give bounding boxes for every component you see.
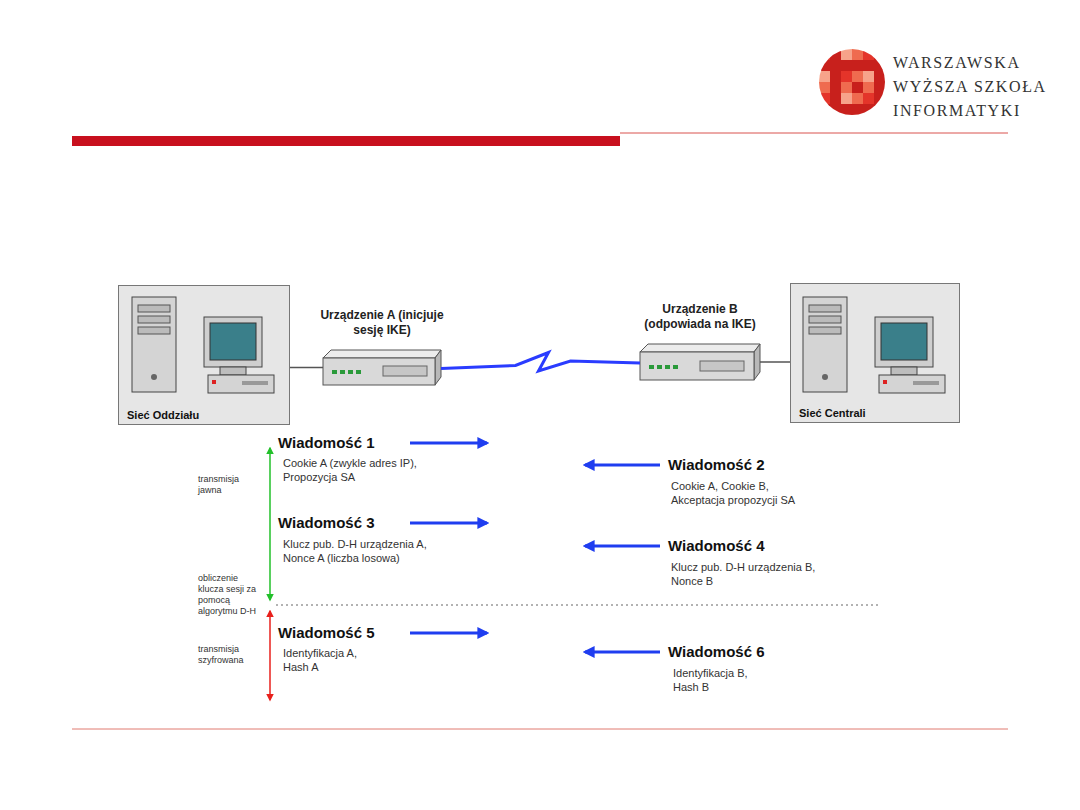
logo-tile xyxy=(852,104,863,115)
logo-tile xyxy=(852,93,863,104)
logo-tile xyxy=(819,49,830,60)
computer-illustration xyxy=(132,297,274,393)
network-name: Sieć Centrali xyxy=(799,407,866,420)
message-heading: Wiadomość 1 xyxy=(278,434,375,452)
logo-tile xyxy=(852,49,863,60)
network-box-fill xyxy=(118,285,290,425)
computer-illustration xyxy=(803,297,945,393)
header-bar xyxy=(72,136,620,146)
logo-tile xyxy=(863,82,874,93)
router-illustration xyxy=(323,350,441,385)
message-heading: Wiadomość 4 xyxy=(668,537,765,555)
message-body: Cookie A (zwykle adres IP), Propozycja S… xyxy=(283,456,473,484)
logo-tile xyxy=(841,82,852,93)
logo-tile xyxy=(819,82,830,93)
lan-cable xyxy=(290,367,323,369)
logo-tile xyxy=(874,71,885,82)
message-heading: Wiadomość 5 xyxy=(278,624,375,642)
logo-tile xyxy=(874,104,885,115)
logo-tile xyxy=(819,93,830,104)
router-device: Urządzenie B (odpowiada na IKE) xyxy=(640,344,760,380)
logo-tile xyxy=(841,104,852,115)
logo-tile xyxy=(874,49,885,60)
wan-link xyxy=(441,353,640,372)
phase-note: transmisja jawna xyxy=(198,474,262,496)
logo-tile xyxy=(863,93,874,104)
logo-tile xyxy=(852,71,863,82)
logo-tile xyxy=(841,71,852,82)
logo-tile xyxy=(830,71,841,82)
logo-tile xyxy=(830,93,841,104)
school-name: WYŻSZA SZKOŁA xyxy=(893,77,1047,97)
message-body: Klucz pub. D-H urządzenia A, Nonce A (li… xyxy=(283,537,458,565)
message-body: Identyfikacja A, Hash A xyxy=(283,646,383,674)
phase-divider xyxy=(276,605,880,606)
logo-tile xyxy=(819,60,830,71)
encrypted-transmission-arrow xyxy=(269,611,271,700)
logo-tile xyxy=(830,82,841,93)
message-arrows xyxy=(410,443,660,652)
logo-tile xyxy=(830,60,841,71)
plain-transmission-arrow xyxy=(269,448,271,600)
lan-cable xyxy=(760,361,790,363)
footer-line xyxy=(72,729,1008,730)
school-name: INFORMATYKI xyxy=(893,101,1021,121)
message-body: Cookie A, Cookie B, Akceptacja propozycj… xyxy=(671,479,821,507)
logo-tile xyxy=(841,93,852,104)
device-heading: Urządzenie A (inicjuje sesję IKE) xyxy=(317,308,447,338)
logo-tile xyxy=(874,60,885,71)
logo-tile xyxy=(863,49,874,60)
network-box: Sieć Oddziału xyxy=(118,285,290,425)
logo-tile xyxy=(819,71,830,82)
device-heading: Urządzenie B (odpowiada na IKE) xyxy=(635,302,765,332)
logo-tile xyxy=(830,104,841,115)
router-illustration xyxy=(640,344,760,380)
logo-tile xyxy=(841,60,852,71)
phase-note: transmisja szyfrowana xyxy=(198,644,262,666)
message-body: Identyfikacja B, Hash B xyxy=(673,666,773,694)
logo-tile xyxy=(830,49,841,60)
logo-tile xyxy=(819,104,830,115)
logo-tile xyxy=(841,49,852,60)
network-box: Sieć Centrali xyxy=(790,283,960,423)
logo-mark xyxy=(819,49,885,115)
message-body: Klucz pub. D-H urządzenia B, Nonce B xyxy=(671,560,841,588)
logo-tile xyxy=(874,82,885,93)
logo-tile xyxy=(852,82,863,93)
logo-tile xyxy=(863,104,874,115)
logo-tile xyxy=(852,60,863,71)
header-line xyxy=(620,133,1008,134)
phase-note: obliczenie klucza sesji za pomocą algory… xyxy=(198,573,262,617)
network-name: Sieć Oddziału xyxy=(127,409,199,422)
router-device: Urządzenie A (inicjuje sesję IKE) xyxy=(323,350,441,385)
network-box-fill xyxy=(790,283,960,423)
school-name: WARSZAWSKA xyxy=(893,53,1021,73)
message-heading: Wiadomość 2 xyxy=(668,456,765,474)
logo-tile xyxy=(863,71,874,82)
logo-tile xyxy=(874,93,885,104)
logo-tile xyxy=(863,60,874,71)
message-heading: Wiadomość 3 xyxy=(278,514,375,532)
message-heading: Wiadomość 6 xyxy=(668,643,765,661)
